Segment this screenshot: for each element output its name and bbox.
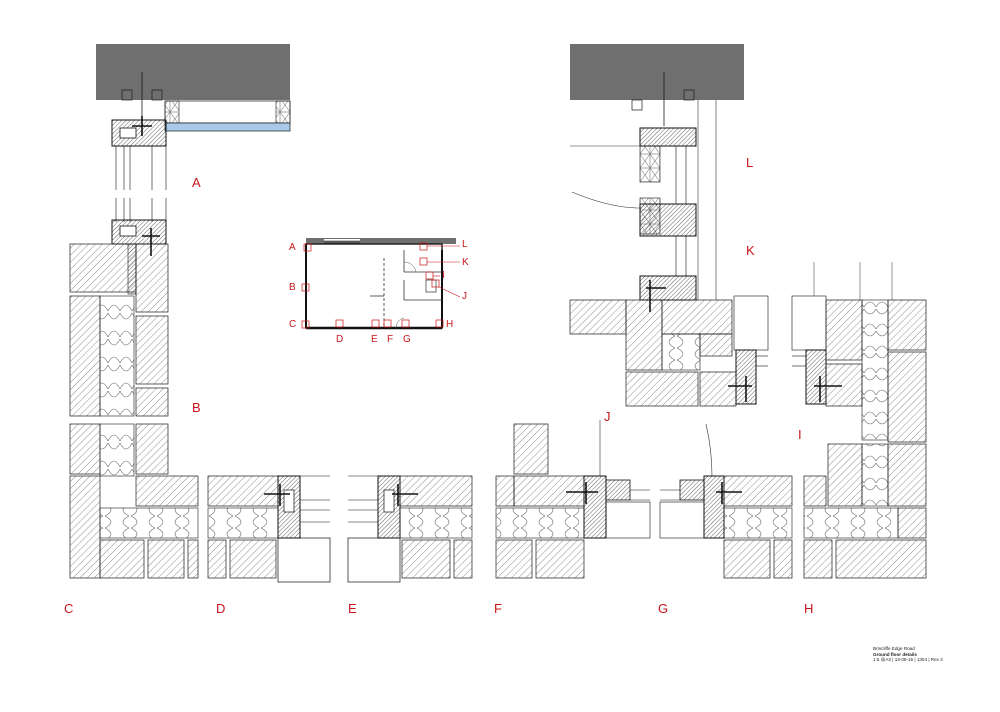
section-label-j: J <box>604 409 611 424</box>
section-label-d: D <box>216 601 226 616</box>
detail-e-drawing <box>347 475 473 583</box>
detail-d-drawing <box>207 475 331 583</box>
detail-b-drawing <box>69 243 169 417</box>
detail-c-drawing <box>69 423 199 579</box>
key-label-c: C <box>289 319 297 330</box>
drawing-title: Ground floor details <box>873 651 917 657</box>
project-name: Brincliffe Edge Road <box>873 646 915 651</box>
detail-g-drawing <box>659 423 793 579</box>
key-label-d: D <box>336 334 344 345</box>
drawing-meta: 1:5 @A3 | 13-08-15 | 1304 | Rev 2 <box>873 657 943 663</box>
detail-l-k-drawing <box>570 44 744 312</box>
section-label-h: H <box>804 601 814 616</box>
key-label-k: K <box>462 257 469 268</box>
key-label-i: I <box>442 270 445 281</box>
section-label-f: F <box>494 601 502 616</box>
detail-j-i-drawing <box>569 262 927 443</box>
key-plan <box>301 238 461 330</box>
key-label-h: H <box>446 319 454 330</box>
section-label-c: C <box>64 601 74 616</box>
key-label-j: J <box>462 291 467 302</box>
detail-a-drawing <box>96 44 291 256</box>
detail-f-drawing <box>495 420 651 579</box>
title-block: Brincliffe Edge Road Ground floor detail… <box>873 646 983 663</box>
section-label-i: I <box>798 427 802 442</box>
section-label-e: E <box>348 601 357 616</box>
key-label-b: B <box>289 282 296 293</box>
key-label-g: G <box>403 334 411 345</box>
section-label-g: G <box>658 601 669 616</box>
key-label-e: E <box>371 334 378 345</box>
detail-h-drawing <box>803 443 927 579</box>
key-label-a: A <box>289 242 296 253</box>
key-label-f: F <box>387 334 394 345</box>
key-label-l: L <box>462 239 468 250</box>
section-label-b: B <box>192 400 201 415</box>
section-label-a: A <box>192 175 201 190</box>
section-label-l: L <box>746 155 754 170</box>
section-label-k: K <box>746 243 755 258</box>
